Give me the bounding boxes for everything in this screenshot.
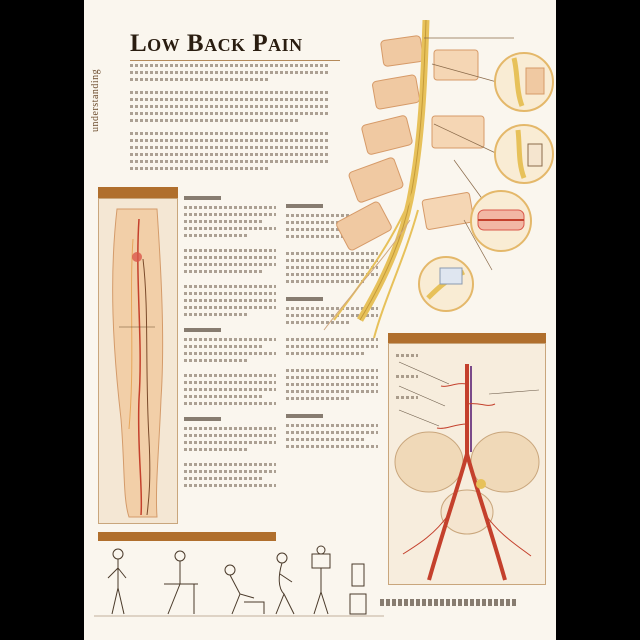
posture-figures-icon	[94, 545, 384, 617]
pelvis-panel-banner	[388, 333, 546, 344]
pelvis-diagram-panel	[388, 343, 546, 585]
poster-sheet: understanding Low Back Pain	[84, 0, 556, 640]
inset-nerve-root-1	[494, 52, 554, 112]
text-column-left	[184, 196, 276, 491]
poster-title: Low Back Pain	[130, 30, 303, 57]
side-tag-text: understanding	[90, 68, 101, 132]
side-tag: understanding	[90, 36, 104, 132]
inset-nerve-root-2	[494, 124, 554, 184]
intro-text-block	[130, 64, 330, 174]
lumbar-spine-icon	[323, 20, 514, 339]
footer-caption	[380, 599, 516, 606]
leg-panel-banner	[98, 187, 178, 198]
pelvis-labels	[396, 354, 418, 403]
inset-nerve-compression	[418, 256, 474, 312]
title-rule	[130, 60, 340, 61]
posture-banner	[98, 532, 276, 541]
leg-diagram-panel	[98, 198, 178, 524]
sciatic-nerve-leg-icon	[112, 208, 164, 518]
text-column-right	[286, 204, 378, 452]
pelvis-vascular-icon	[394, 361, 540, 581]
inset-disc-herniation	[470, 190, 532, 252]
